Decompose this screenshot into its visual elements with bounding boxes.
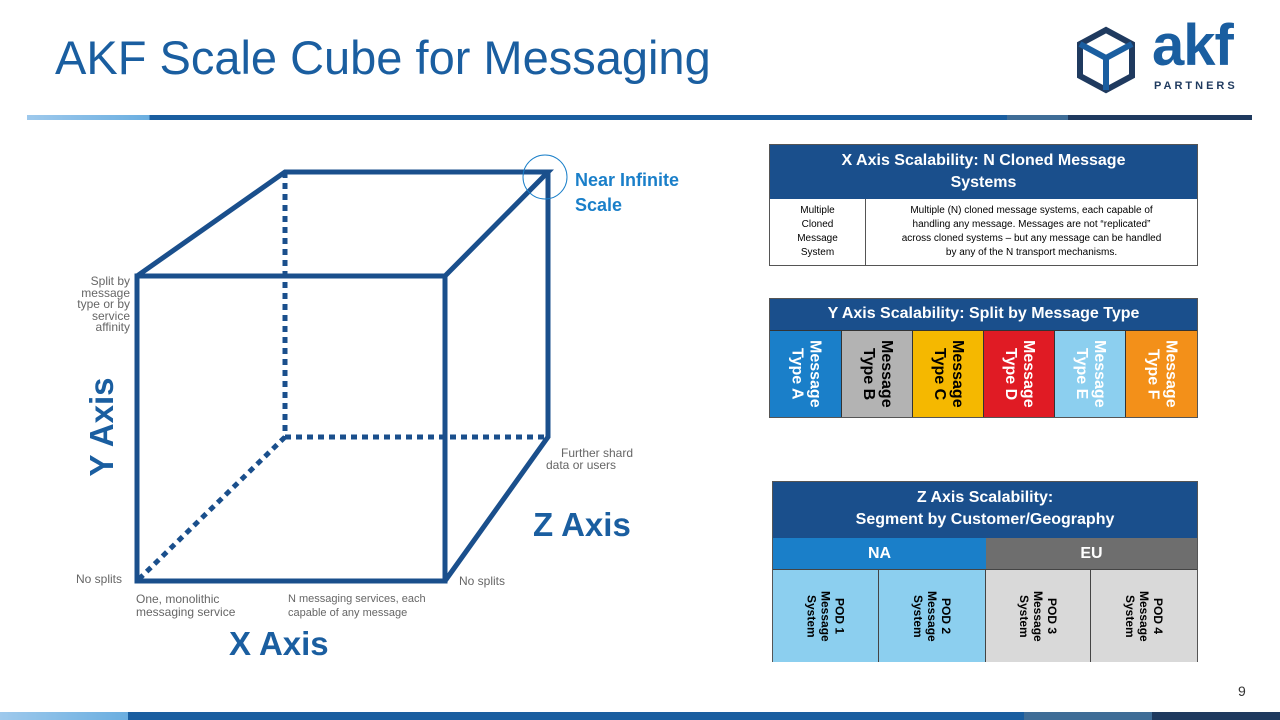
x-table-left-cell: Multiple Cloned Message System: [770, 199, 866, 265]
pod-line: Message: [1031, 590, 1045, 642]
type-line: Type B: [860, 347, 877, 401]
y-split-line: Split by: [90, 274, 130, 288]
near-infinite-label: Near Infinite Scale: [575, 168, 715, 218]
further-shard-line: Further shard: [561, 446, 634, 460]
further-shard-label: Further shard data or users: [546, 447, 656, 471]
right-face: [442, 172, 551, 583]
type-line: Message: [949, 340, 966, 408]
y-split-line: service: [91, 308, 130, 323]
x-left-line: System: [800, 247, 835, 258]
cube-logo-icon: [1077, 26, 1135, 94]
x-axis-table: X Axis Scalability: N Cloned Message Sys…: [769, 144, 1198, 266]
pod-line: System: [911, 594, 925, 638]
monolithic-label: One, monolithic messaging service: [136, 593, 235, 619]
page-number: 9: [1238, 683, 1246, 699]
region-eu-cell: EU: [986, 538, 1197, 569]
further-shard-line: data or users: [546, 458, 617, 472]
y-split-line: type or by: [77, 297, 130, 311]
type-line: Message: [1020, 340, 1037, 408]
n-services-line: N messaging services, each: [288, 593, 426, 605]
y-split-line: message: [81, 285, 130, 300]
type-line: Message: [806, 340, 824, 408]
bottom-divider: [0, 712, 1280, 720]
z-table-header: Z Axis Scalability: Segment by Customer/…: [773, 482, 1197, 538]
pod-line: System: [804, 594, 819, 638]
pod-line: POD 4: [1151, 597, 1165, 634]
logo-subtitle: PARTNERS: [1154, 80, 1238, 92]
akf-logo: akf PARTNERS: [1076, 13, 1252, 96]
x-table-header: X Axis Scalability: N Cloned Message Sys…: [770, 145, 1197, 199]
y-table-header: Y Axis Scalability: Split by Message Typ…: [770, 299, 1197, 330]
x-right-line: Multiple (N) cloned message systems, eac…: [910, 205, 1153, 216]
type-line: Type A: [788, 348, 806, 400]
top-face: [135, 169, 554, 279]
x-right-line: by any of the N transport mechanisms.: [945, 247, 1118, 258]
page-title: AKF Scale Cube for Messaging: [55, 31, 711, 84]
type-line: Message: [1162, 340, 1180, 408]
near-infinite-marker: [522, 154, 568, 200]
monolithic-line: One, monolithic: [136, 592, 220, 606]
x-table-right-cell: Multiple (N) cloned message systems, eac…: [866, 199, 1197, 265]
z-header-line: Segment by Customer/Geography: [855, 511, 1115, 528]
z-axis-label: Z Axis: [533, 506, 631, 543]
x-left-line: Cloned: [801, 219, 834, 230]
front-face: [134, 273, 448, 584]
type-line: Type F: [1144, 348, 1162, 400]
region-na-cell: NA: [773, 538, 986, 569]
z-header-line: Z Axis Scalability:: [916, 489, 1054, 506]
type-line: Type C: [931, 347, 948, 401]
type-line: Type E: [1073, 348, 1090, 400]
y-split-label: Split by message type or by service affi…: [60, 274, 130, 334]
x-left-line: Message: [797, 233, 838, 244]
logo-wordmark: akf: [1152, 13, 1234, 78]
type-line: Message: [878, 340, 895, 408]
x-header-line: X Axis Scalability: N Cloned Message: [841, 152, 1126, 169]
x-axis-label: X Axis: [229, 625, 329, 662]
pod-line: Message: [818, 590, 833, 642]
top-divider: [27, 115, 1252, 120]
y-axis-table: Y Axis Scalability: Split by Message Typ…: [769, 298, 1198, 418]
scale-cube-diagram: [134, 154, 568, 584]
pod-line: POD 1: [832, 597, 847, 634]
y-split-line: affinity: [95, 320, 130, 334]
n-services-line: capable of any message: [288, 607, 408, 619]
type-line: Message: [1091, 340, 1108, 408]
no-splits-right-label: No splits: [459, 574, 506, 588]
monolithic-line: messaging service: [136, 605, 236, 619]
pod-line: Message: [1137, 590, 1151, 642]
y-axis-label: Y Axis: [83, 377, 120, 477]
pod-line: Message: [925, 590, 939, 642]
near-infinite-text: Near Infinite Scale: [575, 170, 680, 215]
z-axis-table: Z Axis Scalability: Segment by Customer/…: [772, 481, 1198, 662]
pod-line: POD 2: [939, 597, 953, 634]
pod-line: System: [1123, 594, 1137, 638]
pod-line: POD 3: [1045, 597, 1059, 634]
x-left-line: Multiple: [800, 205, 835, 216]
no-splits-left-label: No splits: [76, 572, 123, 586]
n-services-label: N messaging services, each capable of an…: [288, 592, 426, 620]
type-line: Type D: [1002, 347, 1019, 401]
pod-line: System: [1017, 594, 1031, 638]
x-right-line: across cloned systems – but any message …: [901, 233, 1162, 244]
hidden-edge-diagonal: [135, 435, 287, 583]
x-right-line: handling any message. Messages are not “…: [912, 219, 1151, 230]
x-header-line: Systems: [950, 174, 1017, 191]
